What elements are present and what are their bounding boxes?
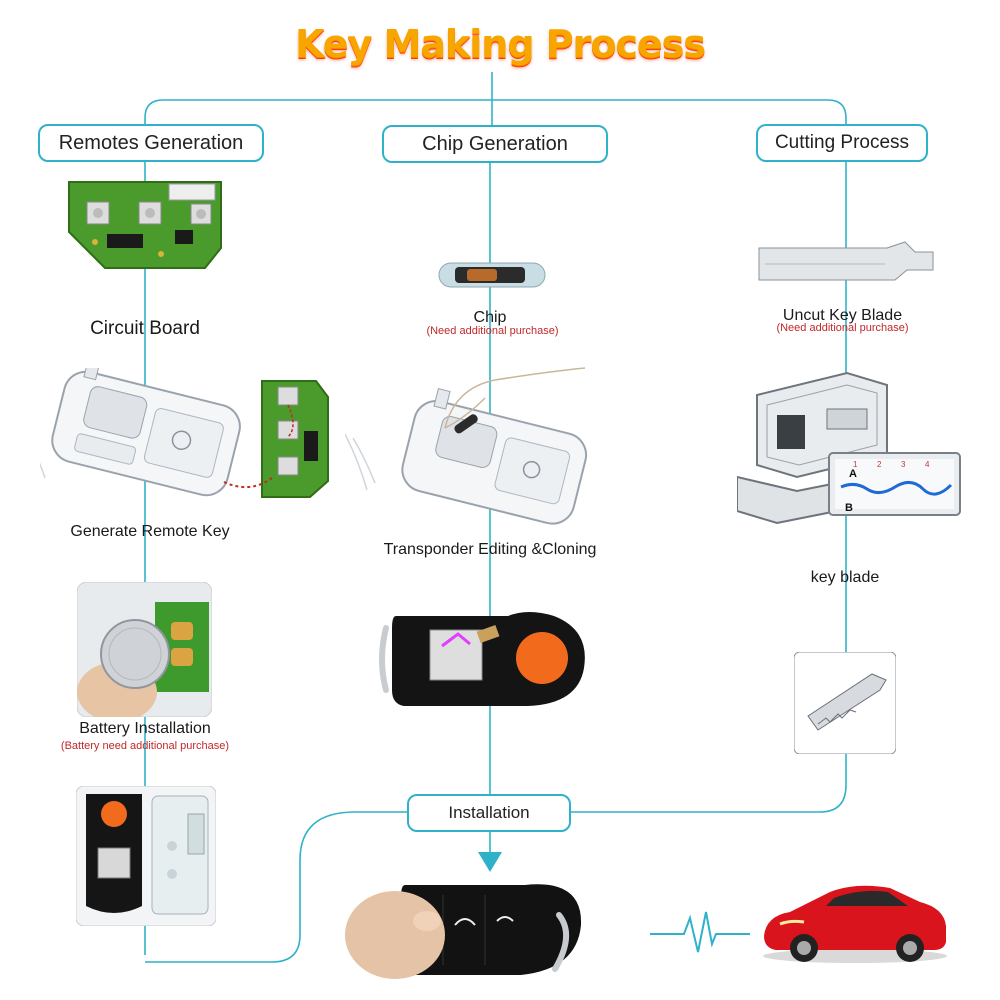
chip-icon bbox=[438, 262, 546, 288]
battery-installation-label: Battery Installation bbox=[79, 720, 211, 737]
header-cutting-process: Cutting Process bbox=[756, 124, 928, 162]
header-remotes-generation: Remotes Generation bbox=[38, 124, 264, 162]
cut-key-blade-icon bbox=[794, 652, 896, 754]
chip-label: Chip bbox=[473, 309, 507, 326]
battery-icon bbox=[77, 582, 212, 717]
svg-text:4: 4 bbox=[925, 460, 930, 469]
flip-key-shell-icon bbox=[379, 612, 585, 706]
installation-box: Installation bbox=[407, 794, 571, 832]
key-programmer-icon bbox=[345, 367, 588, 525]
page-title: Key Making Process bbox=[294, 22, 706, 66]
svg-text:1: 1 bbox=[853, 460, 858, 469]
circuit-board-icon bbox=[68, 181, 222, 269]
signal-pulse-icon bbox=[650, 911, 750, 953]
transponder-editing-label: Transponder Editing &Cloning bbox=[383, 541, 597, 558]
generate-remote-key-label: Generate Remote Key bbox=[70, 523, 230, 540]
flip-key-shell-icon bbox=[76, 786, 216, 926]
battery-installation-note: (Battery need additional purchase) bbox=[60, 740, 230, 752]
svg-text:2: 2 bbox=[877, 460, 882, 469]
red-car-icon bbox=[763, 885, 947, 963]
uncut-key-blade-label: Uncut Key Blade bbox=[782, 307, 903, 324]
circuit-board-label: Circuit Board bbox=[90, 318, 200, 339]
cutter-screen-label-b: B bbox=[845, 502, 853, 514]
cutter-screen-label-a: A bbox=[849, 468, 857, 480]
key-cutting-machine-icon: 1 2 3 4 A B bbox=[737, 371, 961, 525]
circuit-board-icon bbox=[261, 380, 329, 498]
key-blade-icon bbox=[758, 241, 934, 281]
key-blade-label: key blade bbox=[810, 569, 880, 586]
svg-text:3: 3 bbox=[901, 460, 906, 469]
flip-key-in-hand-icon bbox=[345, 884, 582, 979]
chip-note: (Need additional purchase) bbox=[426, 325, 559, 337]
signal-link-dotted bbox=[223, 477, 273, 489]
header-chip-generation: Chip Generation bbox=[382, 125, 608, 163]
uncut-key-blade-note: (Need additional purchase) bbox=[776, 322, 909, 334]
key-programmer-icon bbox=[40, 368, 241, 497]
